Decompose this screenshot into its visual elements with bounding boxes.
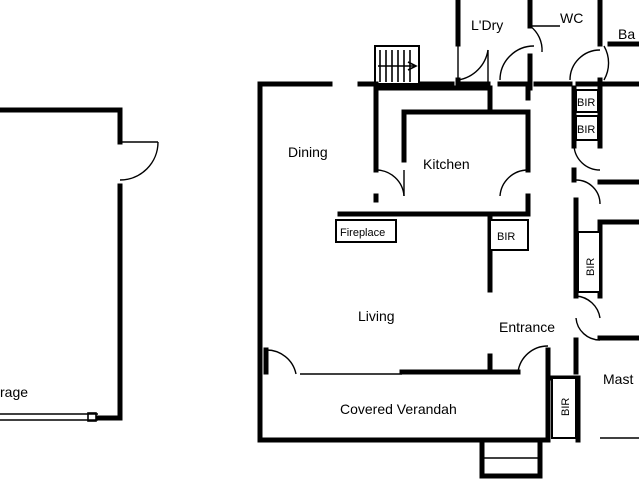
stairs	[374, 45, 420, 85]
interior-walls	[263, 81, 639, 443]
room-label-verandah: Covered Verandah	[340, 401, 457, 417]
room-label-living: Living	[358, 308, 395, 324]
room-label-entrance: Entrance	[499, 319, 555, 335]
room-label-bath: Ba	[618, 26, 635, 42]
room-label-laundry: L'Dry	[471, 17, 503, 33]
bir-label-3: BIR	[497, 231, 515, 243]
service-block-walls	[455, 0, 639, 91]
garage-walls	[0, 107, 123, 422]
built-in-robes	[489, 89, 601, 439]
room-label-master: Mast	[603, 371, 633, 387]
room-label-garage: rage	[0, 384, 28, 400]
bir-label-5: BIR	[560, 398, 572, 416]
room-label-dining: Dining	[288, 144, 328, 160]
bir-label-2: BIR	[577, 124, 595, 136]
bir-label-1: BIR	[577, 97, 595, 109]
bir-label-4: BIR	[585, 258, 597, 276]
garage-door-swing	[119, 141, 159, 181]
fireplace-box	[335, 219, 397, 243]
room-label-wc: WC	[560, 10, 583, 26]
fireplace-label: Fireplace	[340, 227, 385, 239]
front-steps	[479, 437, 543, 479]
door-swings	[265, 25, 610, 375]
room-label-kitchen: Kitchen	[423, 156, 470, 172]
